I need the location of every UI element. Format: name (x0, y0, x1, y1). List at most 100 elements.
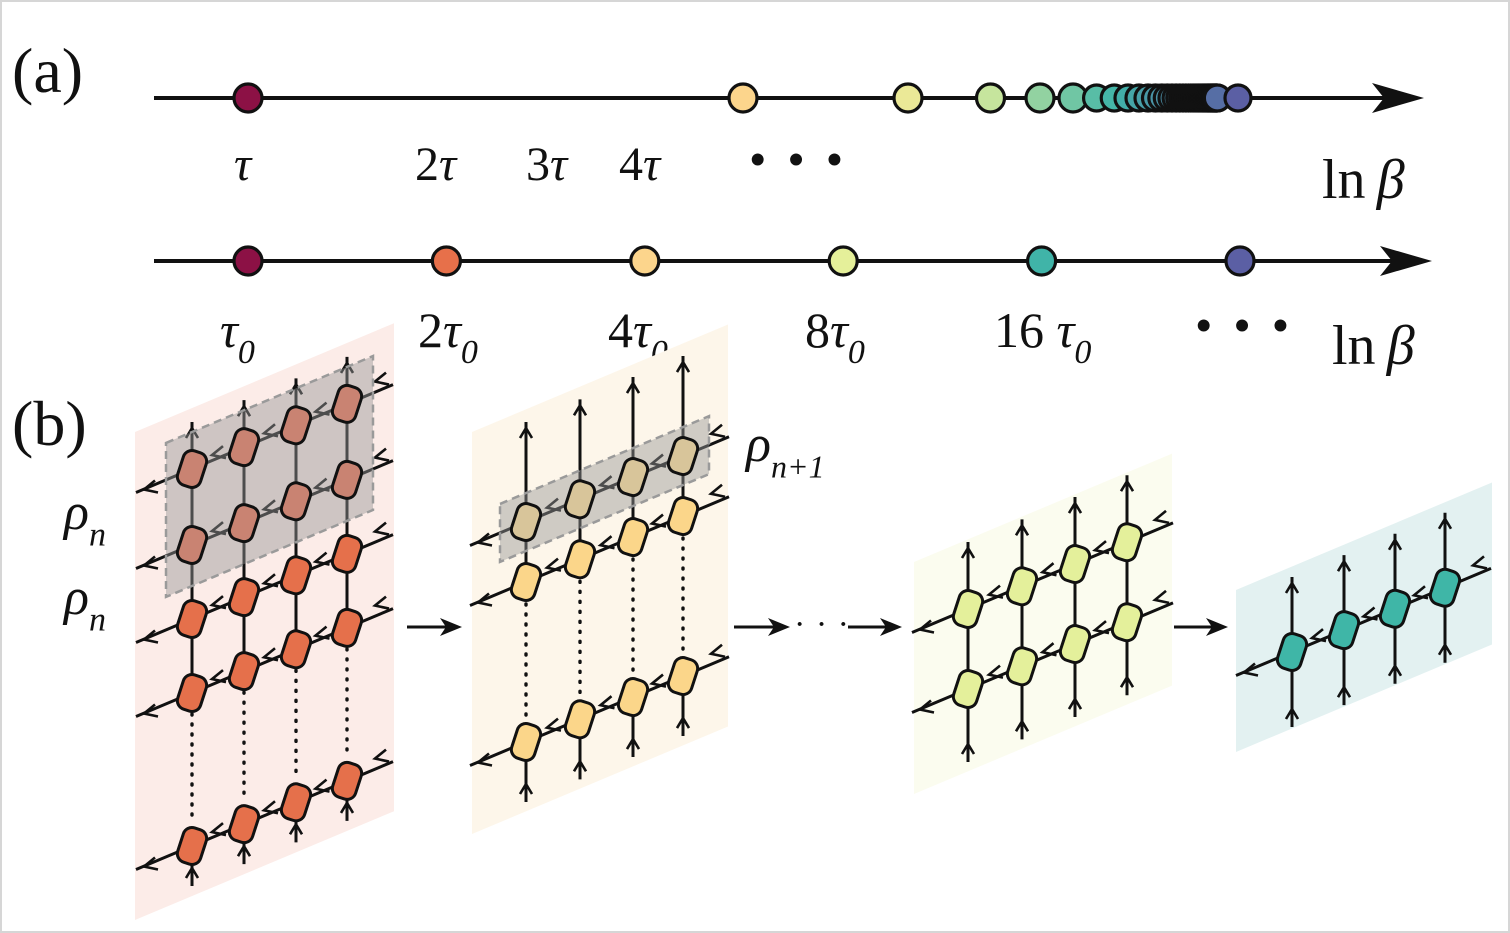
lattice-arrow-left (986, 584, 1004, 599)
tensor-node (279, 481, 313, 522)
tensor-node (279, 629, 313, 670)
lattice-arrow-left (649, 453, 667, 468)
axis-linear-tick-label: 3τ (526, 138, 569, 191)
axis-linear-arrow (1372, 83, 1424, 113)
lattice-arrow-up (1336, 558, 1352, 572)
tensor-node (616, 517, 650, 558)
density-matrix-region (498, 414, 711, 564)
lattice-arrow-up (1067, 500, 1083, 514)
tensor-node (666, 496, 700, 537)
lattice-arrow-left (209, 822, 227, 837)
flow-arrow-1-head (440, 618, 462, 636)
lattice-arrow-left (209, 521, 227, 536)
tensor-node (1327, 610, 1361, 651)
stage-4-lattice (1235, 512, 1492, 727)
lattice-arrow-left (312, 625, 330, 640)
lattice-arrow-left (261, 499, 279, 514)
lattice-arrow-left (261, 423, 279, 438)
lattice-arrow-up (339, 800, 355, 814)
tensor-node (951, 669, 985, 709)
tensor-node (616, 457, 650, 498)
lattice-gap (343, 644, 351, 763)
tensor-node (1110, 522, 1144, 563)
lattice-arrow-left (209, 595, 227, 610)
lattice-arrow-left (1360, 606, 1378, 621)
flow-arrow-3-head (880, 618, 902, 636)
lattice-arrow-up (518, 425, 534, 439)
tensor-node (1005, 646, 1039, 687)
rho-n-label-2: ρn (62, 569, 106, 639)
tensor-node (563, 479, 597, 520)
axis-exp-point (629, 245, 661, 277)
tensor-node (227, 804, 261, 845)
lattice-arrow-left (141, 555, 159, 570)
lattice-arrow-left (917, 699, 935, 714)
lattice-arrow-left (1411, 585, 1429, 600)
tensor-node (175, 599, 209, 639)
lattice-arrow-left (261, 647, 279, 662)
lattice-arrow-up (1067, 696, 1083, 710)
lattice-gap (629, 555, 637, 680)
lattice-arrow-left (475, 592, 493, 607)
axis-linear-tick-label: 2τ (415, 138, 458, 191)
lattice-arrow-left (708, 643, 726, 659)
tensor-node (279, 782, 313, 823)
lattice-arrow-left (1152, 589, 1170, 605)
lattice-gap (240, 688, 248, 807)
flow-arrow-2-head (768, 618, 790, 636)
lattice-arrow-left (986, 664, 1004, 679)
tensor-node (1058, 544, 1092, 585)
lattice-arrow-left (209, 669, 227, 684)
lattice-arrow-left (708, 483, 726, 499)
lattice-arrow-left (475, 532, 493, 547)
panel-a-label: (a) (12, 35, 83, 106)
lattice-arrow-left (1241, 662, 1259, 677)
lattice-gap (576, 577, 584, 702)
tensor-node (330, 760, 364, 801)
tensor-node (509, 562, 543, 602)
lattice-arrow-left (649, 513, 667, 528)
axis-exp-point (430, 245, 462, 277)
axis-exp-tick-label: 16 τ0 (994, 302, 1091, 371)
lattice-arrow-left (372, 521, 390, 536)
tensor-node (1058, 624, 1092, 665)
lattice-arrow-left (141, 629, 159, 644)
density-matrix-region (164, 354, 375, 599)
axis-exp-arrow (1380, 246, 1432, 276)
lattice-arrow-up (1119, 478, 1135, 492)
lattice-arrow-up (339, 360, 355, 374)
tensor-node (951, 589, 985, 629)
stage-2-lattice (469, 356, 730, 802)
tensor-node (330, 607, 364, 648)
lattice-gap (292, 666, 300, 785)
lattice-arrow-up (675, 715, 691, 729)
lattice-arrow-up (1119, 674, 1135, 688)
tensor-node (1275, 632, 1309, 672)
lattice-arrow-left (372, 371, 390, 386)
lattice-arrow-up (236, 843, 252, 857)
flow-ellipsis: · · · (794, 606, 850, 643)
tensor-node (509, 502, 543, 542)
axis-exp-label: ln β (1332, 315, 1415, 377)
lattice-arrow-up (1014, 718, 1030, 732)
lattice-arrow-left (1152, 509, 1170, 525)
lattice-arrow-left (312, 477, 330, 492)
lattice-gap (522, 600, 530, 724)
tensor-node (227, 577, 261, 618)
flow-arrow-4-head (1206, 618, 1228, 636)
lattice-arrow-left (141, 703, 159, 718)
axis-linear-tick-label: τ (234, 138, 253, 191)
tensor-node (330, 459, 364, 500)
rho-n-label-1: ρn (62, 484, 106, 554)
panel-b-label: (b) (12, 388, 87, 459)
lattice-arrow-up (1284, 580, 1300, 594)
axis-exp-tick-label: 8τ0 (805, 302, 865, 371)
lattice-arrow-left (261, 573, 279, 588)
lattice-arrow-left (141, 856, 159, 871)
lattice-arrow-up (1437, 516, 1453, 530)
lattice-arrow-left (1039, 562, 1057, 577)
stage-1-lattice (135, 354, 394, 886)
